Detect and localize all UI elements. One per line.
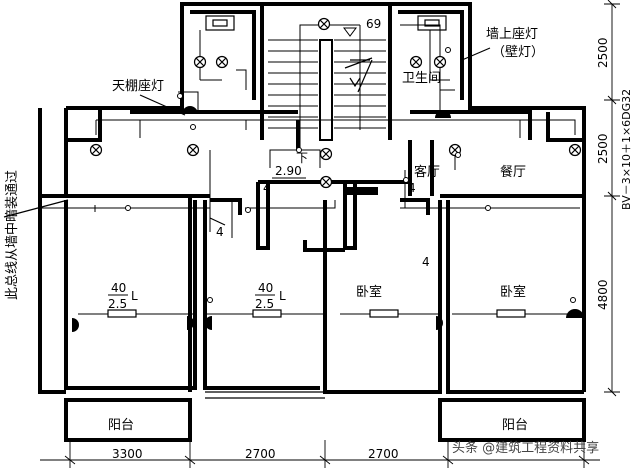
down-mark: 下 (296, 151, 308, 165)
count-4-c: 4 (408, 181, 416, 195)
label-bathroom: 卫生间 (402, 71, 441, 86)
text-labels: 天棚座灯 墙上座灯 （壁灯） 卫生间 客厅 餐厅 卧室 卧室 阳台 阳台 此总线… (5, 17, 633, 461)
lamp-spec-bottom-2: 2.5 (255, 297, 274, 311)
dim-bottom-2: 2700 (245, 447, 276, 461)
switches (125, 47, 576, 303)
label-bedroom-1: 卧室 (356, 284, 382, 300)
ceiling-lamp-icon (89, 143, 103, 157)
lamp-spec-top-2: 40 (258, 281, 273, 295)
label-wall-lamp-1: 墙上座灯 (486, 27, 538, 42)
elevation-290: 2.90 (275, 164, 302, 178)
label-bedroom-2: 卧室 (500, 284, 526, 300)
dim-right-1: 2500 (596, 37, 610, 68)
ceiling-lamp-icon (186, 143, 200, 157)
label-ceiling-lamp: 天棚座灯 (112, 79, 164, 94)
watermark: 头条 @建筑工程资料共享 (452, 440, 599, 456)
dim-bottom-3: 2700 (368, 447, 399, 461)
ceiling-lamp-icon (409, 55, 423, 69)
label-living-room: 客厅 (414, 164, 440, 180)
ceiling-lamp-icon (433, 55, 447, 69)
elevation-69: 69 (366, 17, 381, 31)
fluorescent-lamps (107, 309, 526, 318)
label-cable-spec: BV－3×10＋1×6DG32 (620, 89, 633, 210)
dim-right-3: 4800 (596, 279, 610, 310)
ceiling-lamp-icon (193, 55, 207, 69)
ceiling-lamp-icon (568, 143, 582, 157)
lamp-spec-top-1: 40 (111, 281, 126, 295)
count-4-d: 4 (422, 255, 430, 269)
dimension-lines (40, 0, 620, 468)
wall-lamps (72, 106, 584, 332)
ceiling-lamp-icon (317, 17, 331, 31)
lamps (89, 17, 582, 189)
lamp-spec-bottom-1: 2.5 (108, 297, 127, 311)
label-main-line-note: 此总线从墙中暗装通过 (5, 170, 20, 300)
dim-right-2: 2500 (596, 133, 610, 164)
dim-bottom-1: 3300 (112, 447, 143, 461)
label-wall-lamp-2: （壁灯） (492, 45, 544, 60)
staircase (268, 39, 386, 141)
label-dining-room: 餐厅 (500, 164, 526, 180)
outer-walls (38, 2, 586, 442)
lamp-spec-suffix-1: L (131, 289, 138, 303)
count-4-b: 4 (216, 225, 224, 239)
lamp-spec-suffix-2: L (279, 289, 286, 303)
ceiling-lamp-icon (319, 147, 333, 161)
leaders (3, 47, 491, 226)
label-balcony-left: 阳台 (108, 418, 134, 433)
ceiling-lamp-icon (319, 175, 333, 189)
ceiling-lamp-icon (215, 55, 229, 69)
label-balcony-right: 阳台 (502, 418, 528, 433)
count-4-a: 4 (263, 181, 271, 195)
cabinets (205, 15, 447, 195)
